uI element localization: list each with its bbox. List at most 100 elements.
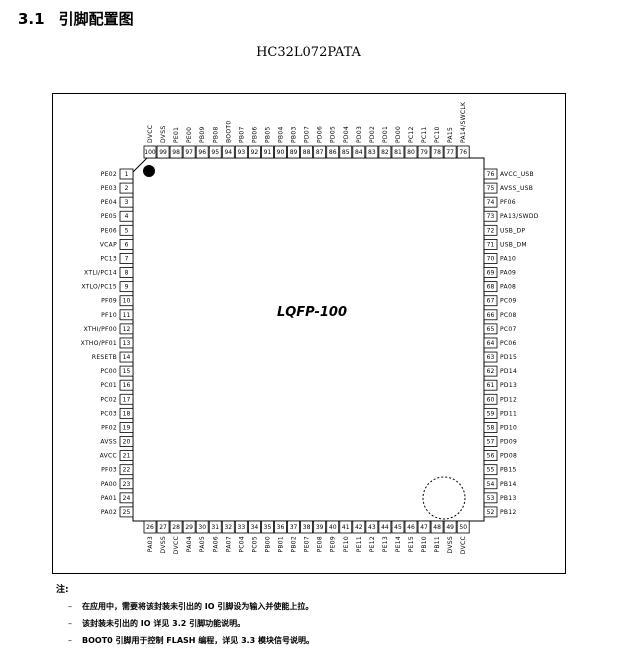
pin-label: DVCC	[147, 125, 154, 143]
pin-number: 30	[198, 524, 206, 531]
pin-box	[119, 253, 134, 264]
pin-label: PD08	[500, 453, 517, 460]
ejector-pin-mark	[422, 476, 466, 520]
pin-number: 83	[368, 149, 376, 156]
pin-box	[483, 253, 498, 264]
pin-box	[119, 464, 134, 476]
pin-number: 93	[238, 149, 246, 156]
pin-box	[417, 520, 431, 534]
pin-number: 48	[433, 524, 441, 531]
pin-box	[339, 145, 353, 159]
pin-box	[483, 337, 498, 349]
pin-box	[119, 492, 134, 504]
pin-number: 3	[125, 199, 129, 206]
pin-label: PD13	[500, 382, 517, 389]
note-text: BOOT0 引脚用于控制 FLASH 编程，详见 3.3 模块信号说明。	[82, 636, 315, 645]
pin-box	[119, 224, 134, 236]
pin-label: PE03	[101, 185, 117, 192]
pin-box	[261, 145, 274, 159]
pin-number: 66	[487, 312, 495, 319]
pin-number: 25	[123, 509, 131, 516]
pin-label: PB00	[264, 536, 271, 553]
pin-box	[119, 182, 134, 194]
pin-label: PE09	[330, 536, 337, 552]
note-item: –在应用中，需要将该封装未引出的 IO 引脚设为输入并使能上拉。	[68, 601, 314, 612]
pin-label: PC11	[421, 126, 428, 143]
pin-number: 15	[123, 368, 131, 375]
note-item: –BOOT0 引脚用于控制 FLASH 编程，详见 3.3 模块信号说明。	[68, 635, 314, 646]
chip-body	[132, 157, 485, 522]
pin-number: 28	[172, 524, 180, 531]
pin-label: PA05	[199, 536, 206, 552]
pin-number: 35	[264, 524, 272, 531]
pin-number: 20	[123, 439, 131, 446]
note-text: 该封装未引出的 IO 详见 3.2 引脚功能说明。	[82, 619, 246, 628]
pin-number: 11	[123, 312, 131, 319]
pin-label: PA10	[500, 255, 516, 262]
pin-box	[339, 520, 353, 534]
pin-number: 34	[251, 524, 259, 531]
pin-label: PA07	[225, 536, 232, 552]
pin-label: PB01	[278, 536, 285, 553]
pin-label: PE11	[356, 536, 363, 552]
pin-box	[483, 168, 498, 180]
pin-box	[119, 295, 134, 307]
pin-number: 52	[487, 509, 495, 516]
pin-number: 18	[123, 410, 131, 417]
pin-box	[391, 520, 405, 534]
pin-number: 27	[159, 524, 167, 531]
pin-label: PE00	[186, 127, 193, 143]
pin-label: BOOT0	[225, 121, 232, 143]
pin-label: PE15	[408, 536, 415, 552]
pin-label: PC05	[251, 536, 258, 553]
pin-box	[352, 520, 366, 534]
pin-number: 50	[459, 524, 467, 531]
pin-label: PE07	[304, 536, 311, 552]
pin-number: 78	[433, 149, 441, 156]
pin-label: XTLI/PC14	[84, 270, 117, 277]
pin-box	[483, 407, 498, 419]
pin-number: 65	[487, 326, 495, 333]
pin-label: PD14	[500, 368, 517, 375]
pin-label: DVCC	[460, 536, 467, 554]
pin-number: 80	[407, 149, 415, 156]
pin-label: PB02	[291, 536, 298, 553]
pin-label: PD02	[369, 126, 376, 143]
notes-title: 注:	[56, 585, 69, 595]
pin-number: 76	[459, 149, 467, 156]
pin-number: 9	[125, 284, 129, 291]
pin-number: 32	[224, 524, 232, 531]
pin-label: PB03	[291, 126, 298, 143]
pin-label: PB07	[238, 126, 245, 143]
pin-label: PA08	[500, 284, 516, 291]
pin-box	[119, 267, 134, 278]
pin-number: 85	[342, 149, 350, 156]
pin-number: 76	[487, 171, 495, 178]
note-dash: –	[68, 602, 72, 611]
pin-number: 14	[123, 354, 131, 361]
pin-number: 63	[487, 354, 495, 361]
pin-number: 77	[446, 149, 454, 156]
pin-number: 40	[329, 524, 337, 531]
pin-number: 90	[277, 149, 285, 156]
pin-label: PA15	[447, 127, 454, 143]
pin-label: PC07	[500, 326, 517, 333]
pin-number: 87	[316, 149, 324, 156]
pin-number: 6	[125, 241, 129, 248]
pin-box	[417, 145, 431, 159]
pin-label: PB09	[199, 126, 206, 143]
pin-label: PB08	[212, 126, 219, 143]
pin-label: PE06	[101, 227, 117, 234]
pin-label: PC13	[100, 255, 117, 262]
pin-label: PD03	[356, 126, 363, 143]
pin-number: 73	[487, 213, 495, 220]
pin-box	[443, 145, 457, 159]
pin-box	[483, 309, 498, 321]
pin-label: PE01	[173, 127, 180, 143]
pin-label: PB06	[251, 126, 258, 143]
pin-box	[119, 450, 134, 462]
pin-box	[156, 520, 170, 534]
pin-number: 62	[487, 368, 495, 375]
pin-number: 57	[487, 439, 495, 446]
pin-box	[143, 520, 157, 534]
